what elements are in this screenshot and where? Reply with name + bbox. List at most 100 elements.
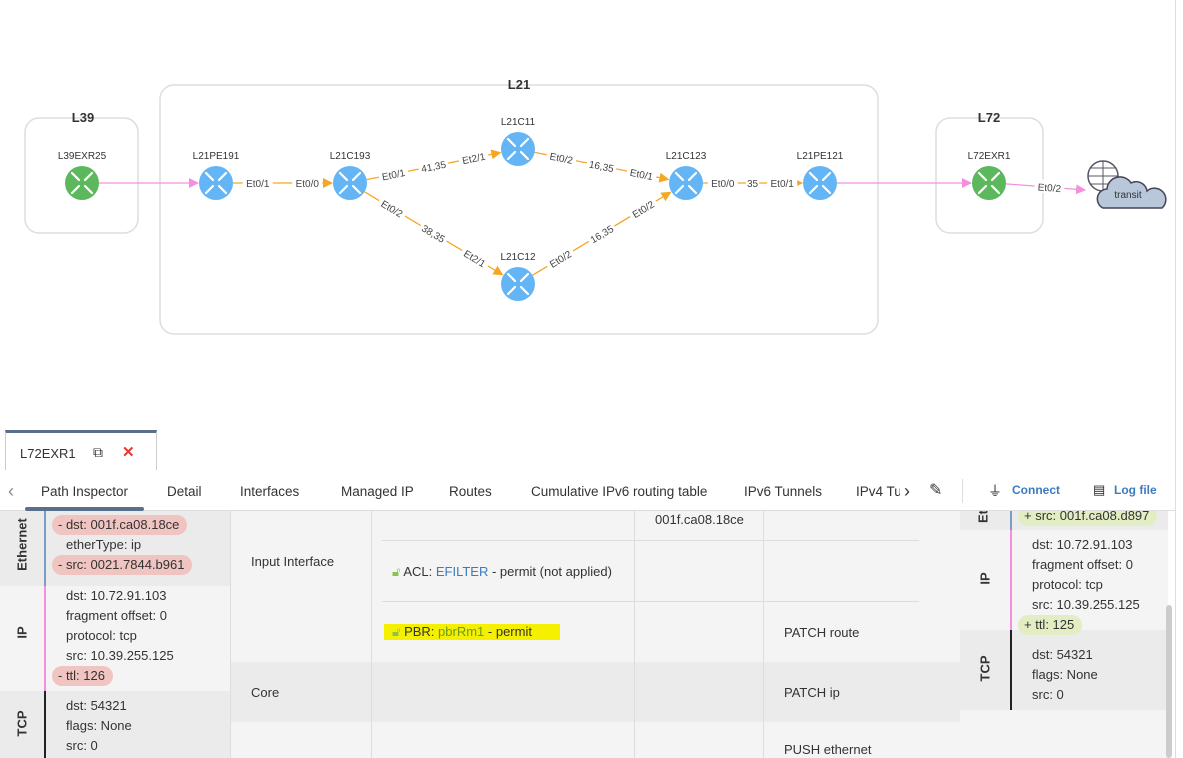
eth-src: - src: 0021.7844.b961 (52, 555, 193, 575)
link-label-bg (1034, 179, 1065, 195)
log-file-button[interactable]: Log file (1114, 483, 1157, 497)
device-tab[interactable]: L72EXR1 ⧉ ✕ (5, 430, 157, 470)
plug-icon: ⏚ (988, 483, 1002, 499)
eth-src: + src: 001f.ca08.d897 (1018, 511, 1158, 526)
node-label: L72EXR1 (968, 151, 1011, 162)
router-icon (199, 166, 233, 200)
link-label-bg (457, 148, 490, 167)
node-L21PE191[interactable]: L21PE191 (193, 151, 240, 200)
link-label-bg (292, 176, 323, 189)
tab-path-inspector[interactable]: Path Inspector (24, 484, 145, 511)
group-label: L39 (72, 110, 94, 125)
interface-label: Et0/2 (549, 152, 574, 168)
right-border (1175, 0, 1183, 758)
interface-label: 41,35 (420, 160, 447, 176)
tcp-src: src: 0 (1032, 687, 1064, 702)
ip-label: IP (977, 572, 993, 585)
group-L21 (159, 84, 879, 335)
tcp-label: TCP (14, 710, 30, 737)
file-icon: ▤ (1093, 482, 1106, 497)
input-interface-stage: Input Interface (251, 554, 335, 569)
pbr-link[interactable]: pbrRm1 (438, 624, 485, 639)
cloud-icon (1096, 176, 1167, 209)
link-label-bg (545, 147, 578, 167)
tcp-dst: dst: 54321 (1032, 647, 1093, 662)
interface-label: Et0/0 (296, 179, 320, 190)
interface-label: Et0/1 (771, 179, 795, 190)
tab-interfaces[interactable]: Interfaces (240, 484, 300, 499)
tcp-src: src: 0 (66, 738, 98, 753)
link-label-bg (585, 220, 618, 247)
router-icon (333, 166, 367, 200)
router-icon (65, 166, 99, 200)
core-stage: Core (251, 685, 280, 700)
group-L72 (935, 117, 1044, 234)
interface-label: 35 (747, 179, 759, 190)
group-label: L72 (978, 110, 1000, 125)
pencil-icon[interactable]: ✎ (929, 482, 943, 499)
link-label-bg (707, 176, 738, 189)
pbr-entry: 🔓︎ PBR: pbrRm1 - permit (384, 624, 560, 640)
tab-routes[interactable]: Routes (449, 484, 492, 499)
node-label: L39EXR25 (58, 151, 107, 162)
patch-ip: PATCH ip (784, 685, 840, 700)
push-ethernet: PUSH ethernet (784, 742, 872, 757)
node-L72EXR1[interactable]: L72EXR1 (968, 151, 1011, 200)
interface-label: Et0/1 (629, 168, 654, 184)
node-label: L21C123 (666, 151, 707, 162)
tab-managed-ip[interactable]: Managed IP (341, 484, 414, 499)
ip-ttl: + ttl: 125 (1018, 615, 1083, 635)
connect-button[interactable]: Connect (1012, 483, 1060, 497)
link-label-bg (745, 176, 760, 189)
router-icon (501, 267, 535, 301)
eth-ethertype: etherType: ip (66, 537, 142, 552)
node-label: L21C12 (500, 252, 535, 263)
tab-detail[interactable]: Detail (167, 484, 202, 499)
scroll-left-icon[interactable]: ‹ (8, 481, 14, 501)
interface-label: Et0/2 (1037, 182, 1062, 195)
partial-mac: 001f.ca08.18ce (655, 512, 744, 527)
node-L21C11[interactable]: L21C11 (501, 117, 536, 166)
close-icon[interactable]: ✕ (122, 444, 135, 461)
cloud-label: transit (1114, 190, 1141, 201)
ip-label: IP (14, 626, 30, 639)
cloud-transit[interactable]: transit (1087, 160, 1167, 209)
node-label: L21C11 (501, 117, 536, 128)
interface-label: Et0/1 (381, 168, 406, 184)
ip-src: src: 10.39.255.125 (1032, 597, 1140, 612)
link-label-bg (767, 176, 798, 189)
ip-ttl: - ttl: 126 (52, 666, 113, 686)
tab-ipv4-tunnels[interactable]: IPv4 Tu (856, 484, 900, 499)
interface-label: Et2/1 (461, 152, 486, 168)
open-external-icon[interactable]: ⧉ (93, 444, 103, 460)
link-label-bg (417, 219, 451, 247)
ip-frag: fragment offset: 0 (1032, 557, 1133, 572)
ip-frag: fragment offset: 0 (66, 608, 167, 623)
patch-route: PATCH route (784, 625, 860, 640)
scroll-right-icon[interactable]: › (904, 481, 910, 501)
node-L21PE121[interactable]: L21PE121 (797, 151, 844, 200)
ethernet-label: Et (975, 511, 991, 523)
node-L39EXR25[interactable]: L39EXR25 (58, 151, 107, 200)
unlock-icon: 🔓︎ (392, 564, 401, 579)
node-L21C12[interactable]: L21C12 (500, 252, 536, 301)
node-label: L21C193 (330, 151, 371, 162)
scrollbar[interactable] (1166, 605, 1172, 758)
acl-link[interactable]: EFILTER (435, 564, 489, 579)
link-label-bg (585, 156, 618, 175)
tab-ipv6-tunnels[interactable]: IPv6 Tunnels (744, 484, 823, 499)
group-label: L21 (508, 77, 530, 92)
outbound-packet: Et IP TCP + src: 001f.ca08.d897 dst: 10.… (960, 511, 1168, 758)
router-icon (501, 132, 535, 166)
acl-entry: 🔓︎ ACL: EFILTER - permit (not applied) (392, 564, 612, 579)
tcp-label: TCP (977, 655, 993, 682)
tab-cumulative-ipv6[interactable]: Cumulative IPv6 routing table (531, 484, 708, 499)
group-L39 (24, 117, 139, 234)
link-label-bg (242, 176, 273, 189)
link-label-bg (543, 244, 577, 272)
node-label: L21PE191 (193, 151, 240, 162)
node-L21C193[interactable]: L21C193 (330, 151, 371, 200)
link-label-bg (626, 195, 659, 222)
node-L21C123[interactable]: L21C123 (666, 151, 707, 200)
